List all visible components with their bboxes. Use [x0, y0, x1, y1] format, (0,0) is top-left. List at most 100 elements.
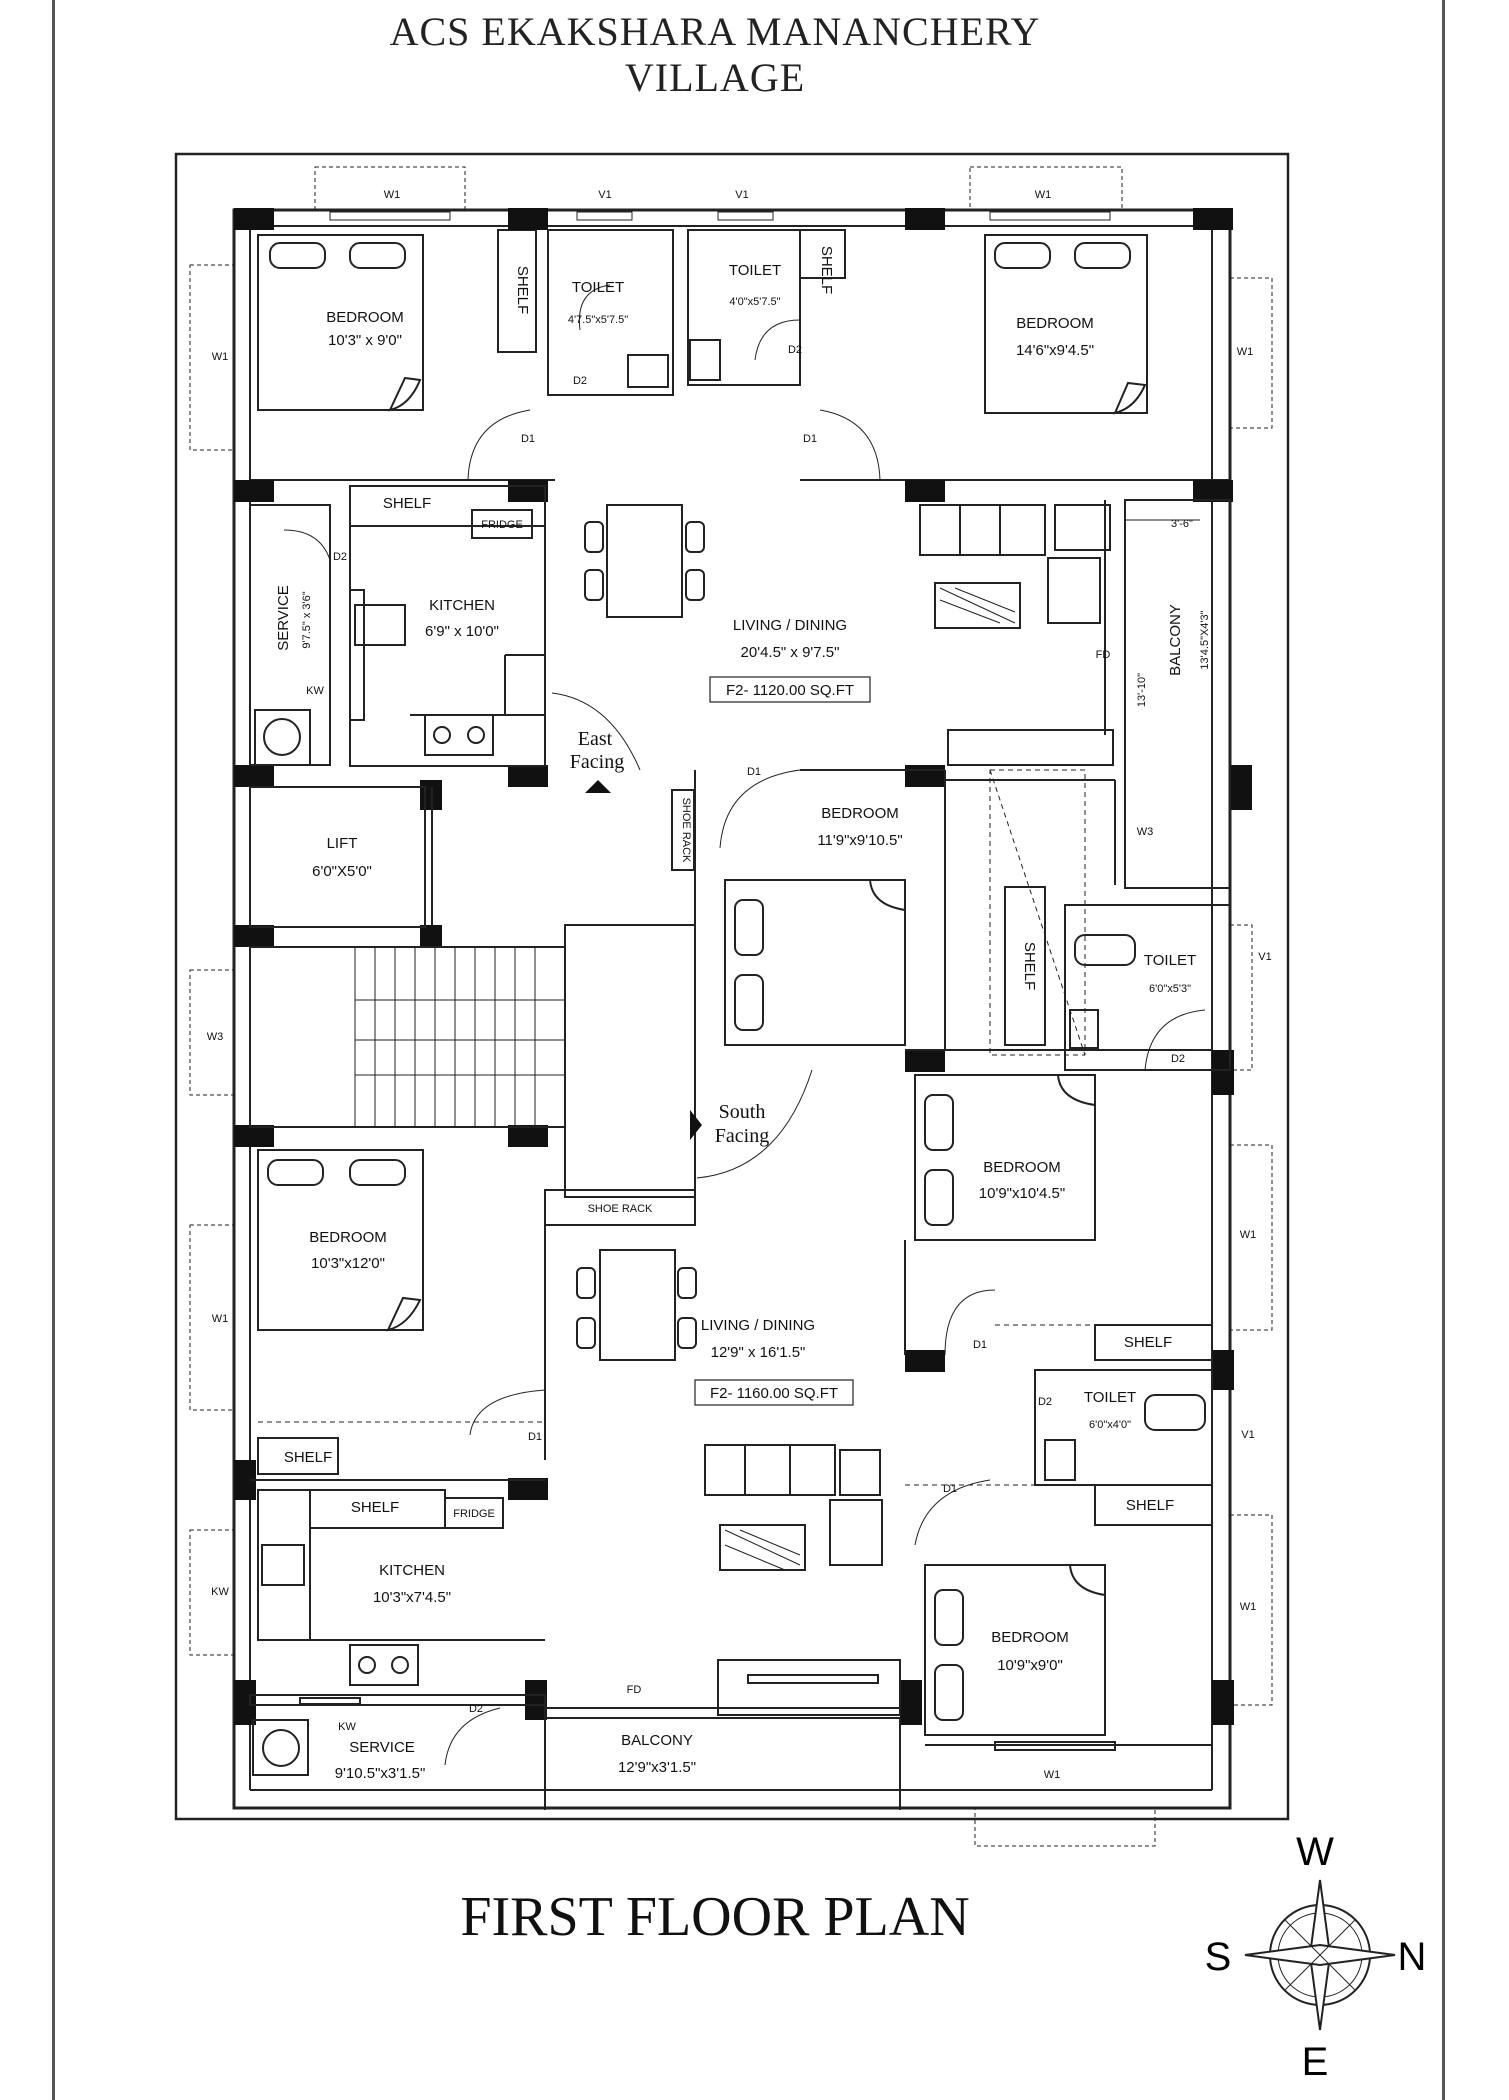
bedroom-r3-label: BEDROOM — [991, 1629, 1069, 1646]
service-1-size: 9'7.5" x 3'6" — [301, 591, 313, 648]
toilet-1-door: D2 — [573, 375, 587, 387]
balcony-1-size: 13'4.5"X4'3" — [1199, 610, 1211, 669]
toilet-4-door: D2 — [1038, 1396, 1052, 1408]
balcony-1-length: 13'-10" — [1136, 673, 1148, 707]
fridge-label-1: FRIDGE — [481, 519, 523, 531]
kw-label-2: KW — [211, 1586, 229, 1598]
bedroom-l2-label: BEDROOM — [309, 1229, 387, 1246]
door-d1-a: D1 — [521, 433, 535, 445]
shelf-label-1: SHELF — [514, 266, 531, 314]
vent-v1-d: V1 — [1241, 1429, 1254, 1441]
bedroom-l2-size: 10'3"x12'0" — [311, 1255, 385, 1272]
window-w1-r2: W1 — [1240, 1229, 1257, 1241]
living-2-label: LIVING / DINING — [701, 1317, 815, 1334]
shoe-rack-2: SHOE RACK — [588, 1203, 653, 1215]
living-1-area: F2- 1120.00 SQ.FT — [726, 682, 854, 699]
compass-w: W — [1296, 1830, 1334, 1874]
door-d1-l2: D1 — [528, 1431, 542, 1443]
window-w1-bottom: W1 — [1044, 1769, 1061, 1781]
shelf-label-5: SHELF — [1124, 1334, 1172, 1351]
compass-n: N — [1398, 1935, 1427, 1979]
window-w3-left: W3 — [207, 1031, 224, 1043]
kw-label-3: KW — [338, 1721, 356, 1733]
fridge-label-2: FRIDGE — [453, 1508, 495, 1520]
toilet-2-label: TOILET — [729, 262, 781, 279]
shelf-label-2: SHELF — [818, 246, 835, 294]
toilet-1-size: 4'7.5"x5'7.5" — [568, 314, 628, 326]
shelf-label-3: SHELF — [383, 495, 431, 512]
page-border-right — [1442, 0, 1445, 2100]
compass-rose — [1244, 1879, 1396, 2031]
kitchen-2-label: KITCHEN — [379, 1562, 445, 1579]
french-door-1: FD — [1096, 649, 1111, 661]
window-w1-r3: W1 — [1240, 1601, 1257, 1613]
living-2-size: 12'9" x 16'1.5" — [711, 1344, 806, 1361]
lift-label: LIFT — [327, 835, 358, 852]
door-d1-mid: D1 — [747, 766, 761, 778]
bedroom-tr-size: 14'6"x9'4.5" — [1016, 342, 1094, 359]
toilet-4-size: 6'0"x4'0" — [1089, 1419, 1131, 1431]
toilet-1-label: TOILET — [572, 279, 624, 296]
toilet-2-door: D2 — [788, 344, 802, 356]
service-2-label: SERVICE — [349, 1739, 415, 1756]
window-w1-top-left: W1 — [384, 189, 401, 201]
kitchen-1-size: 6'9" x 10'0" — [425, 623, 499, 640]
balcony-2-size: 12'9"x3'1.5" — [618, 1759, 696, 1776]
floor-plan-title: FIRST FLOOR PLAN — [460, 1886, 970, 1948]
toilet-2-size: 4'0"x5'7.5" — [729, 296, 780, 308]
bedroom-tl-label: BEDROOM — [326, 309, 404, 326]
page-border-left — [52, 0, 55, 2100]
east-facing-line2: Facing — [570, 751, 624, 773]
toilet-3-label: TOILET — [1144, 952, 1196, 969]
service-1-door: D2 — [333, 551, 347, 563]
service-1-label: SERVICE — [275, 585, 292, 651]
living-1-label: LIVING / DINING — [733, 617, 847, 634]
lift-size: 6'0"X5'0" — [312, 863, 372, 880]
bedroom-r2-label: BEDROOM — [983, 1159, 1061, 1176]
compass-s: S — [1205, 1935, 1232, 1979]
east-facing-line1: East — [578, 728, 613, 750]
project-title-line2: VILLAGE — [624, 55, 806, 100]
south-facing-line2: Facing — [715, 1125, 769, 1147]
south-facing-line1: South — [719, 1101, 766, 1123]
project-title-line1: ACS EKAKSHARA MANANCHERY — [389, 9, 1041, 54]
shelf-label-6: SHELF — [1126, 1497, 1174, 1514]
service-2-size: 9'10.5"x3'1.5" — [335, 1765, 426, 1782]
window-w1-top-right: W1 — [1035, 189, 1052, 201]
window-w1-left: W1 — [212, 351, 229, 363]
bedroom-mid-size: 11'9"x9'10.5" — [817, 832, 902, 849]
bedroom-r2-size: 10'9"x10'4.5" — [979, 1185, 1065, 1202]
toilet-3-door: D2 — [1171, 1053, 1185, 1065]
bedroom-r3-size: 10'9"x9'0" — [997, 1657, 1063, 1674]
kitchen-1-label: KITCHEN — [429, 597, 495, 614]
plan-frame — [174, 152, 1290, 1821]
window-w1-l2: W1 — [212, 1313, 229, 1325]
balcony-1-label: BALCONY — [1167, 604, 1184, 676]
vent-v1-b: V1 — [735, 189, 748, 201]
door-d1-r2: D1 — [973, 1339, 987, 1351]
vent-v1-c: V1 — [1258, 951, 1271, 963]
bedroom-tr-label: BEDROOM — [1016, 315, 1094, 332]
toilet-3-size: 6'0"x5'3" — [1149, 983, 1191, 995]
window-w3-right: W3 — [1137, 826, 1154, 838]
shelf-label-4: SHELF — [1021, 942, 1038, 990]
kitchen-2-size: 10'3"x7'4.5" — [373, 1589, 451, 1606]
shelf-label-7: SHELF — [284, 1449, 332, 1466]
window-w1-right: W1 — [1237, 346, 1254, 358]
shoe-rack-1: SHOE RACK — [680, 798, 692, 863]
toilet-4-label: TOILET — [1084, 1389, 1136, 1406]
bedroom-tl-size: 10'3" x 9'0" — [328, 332, 402, 349]
french-door-2: FD — [627, 1684, 642, 1696]
shelf-label-8: SHELF — [351, 1499, 399, 1516]
service-2-door: D2 — [469, 1703, 483, 1715]
door-d1-b: D1 — [803, 433, 817, 445]
kw-label-1: KW — [306, 685, 324, 697]
bedroom-mid-label: BEDROOM — [821, 805, 899, 822]
living-1-size: 20'4.5" x 9'7.5" — [741, 644, 840, 661]
balcony-1-dim: 3'-6" — [1171, 518, 1193, 530]
vent-v1-a: V1 — [598, 189, 611, 201]
compass-e: E — [1302, 2040, 1329, 2084]
balcony-2-label: BALCONY — [621, 1732, 693, 1749]
door-d1-r3: D1 — [943, 1483, 957, 1495]
